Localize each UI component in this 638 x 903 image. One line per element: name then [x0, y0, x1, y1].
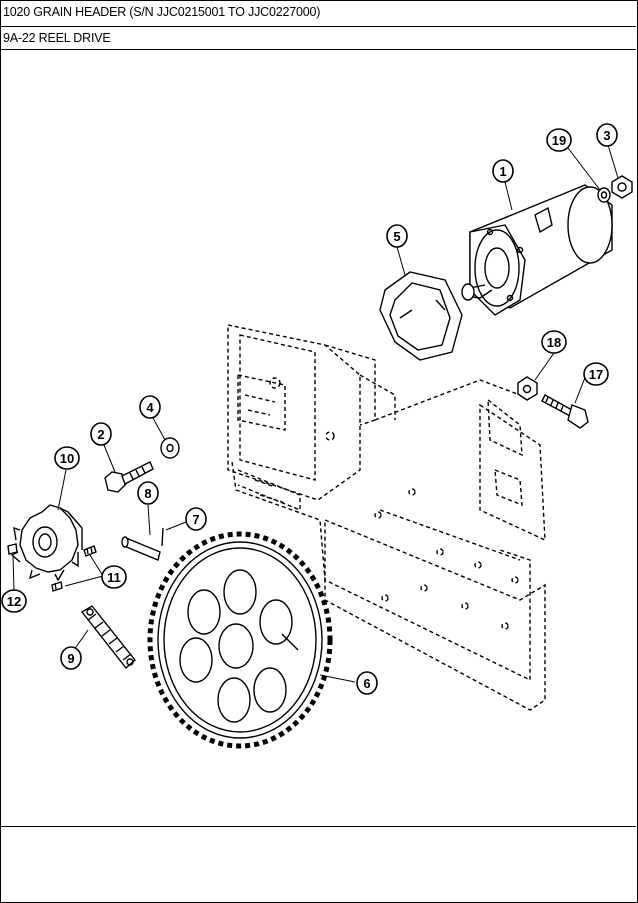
page-title: 1020 GRAIN HEADER (S/N JJC0215001 TO JJC… — [3, 5, 321, 19]
sprocket-bolt — [104, 461, 154, 493]
callout-labels: 1 19 3 5 18 17 4 2 8 7 10 11 12 9 6 — [7, 128, 611, 691]
header-subtitle-row: 9A-22 REEL DRIVE — [0, 27, 636, 50]
hydraulic-motor — [461, 184, 613, 316]
callout-8: 8 — [144, 486, 151, 501]
motor-nut-washer — [597, 175, 633, 203]
sprocket-pin — [121, 527, 164, 561]
spacer-plate — [379, 271, 463, 361]
roller-chain — [80, 605, 136, 670]
callout-1: 1 — [499, 164, 506, 179]
washer — [160, 437, 180, 459]
sprocket-key — [7, 543, 18, 555]
callout-leaders — [12, 144, 619, 683]
callout-12: 12 — [7, 594, 21, 609]
callout-11: 11 — [107, 570, 121, 585]
set-screws — [51, 545, 97, 592]
callout-3: 3 — [603, 128, 610, 143]
mounting-frame — [227, 324, 546, 711]
exploded-parts-diagram: 1 19 3 5 18 17 4 2 8 7 10 11 12 9 6 — [0, 50, 636, 826]
callout-2: 2 — [97, 427, 104, 442]
callout-9: 9 — [67, 651, 74, 666]
callout-4: 4 — [146, 400, 154, 415]
header-title-row: 1020 GRAIN HEADER (S/N JJC0215001 TO JJC… — [0, 0, 636, 27]
callout-10: 10 — [60, 451, 74, 466]
callout-17: 17 — [589, 367, 603, 382]
callout-18: 18 — [547, 335, 561, 350]
callout-5: 5 — [393, 229, 400, 244]
callout-bubbles — [1, 123, 618, 695]
frame-bolt-nut — [517, 376, 589, 429]
callout-6: 6 — [363, 676, 370, 691]
callout-19: 19 — [552, 133, 566, 148]
callout-7: 7 — [192, 512, 199, 527]
footer-notes-area — [0, 826, 636, 902]
drive-sprocket — [10, 504, 83, 582]
page-subtitle: 9A-22 REEL DRIVE — [3, 31, 111, 45]
driven-sprocket — [147, 531, 333, 749]
